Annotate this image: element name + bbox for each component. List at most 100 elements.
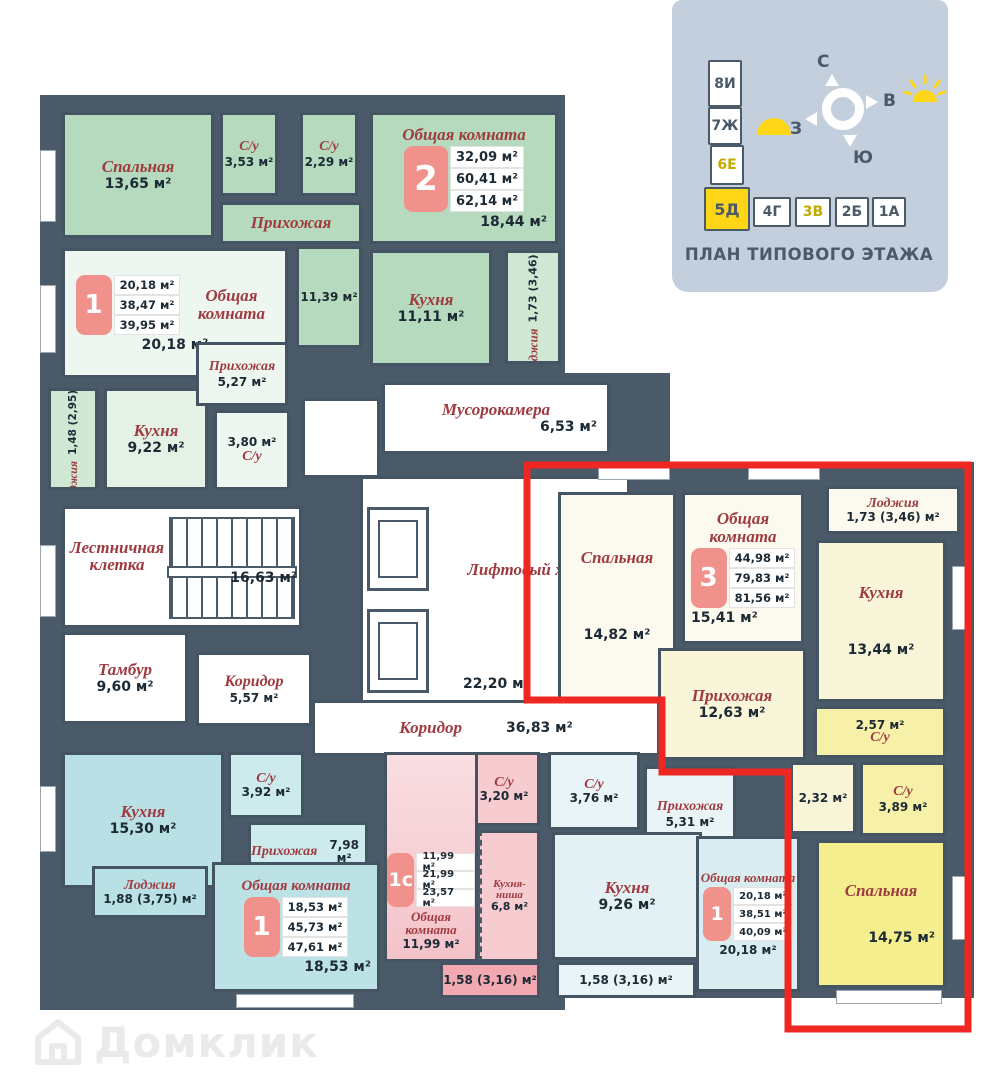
room-name: С/у	[893, 783, 913, 799]
room-area: 14,75 м²	[868, 930, 935, 947]
room-bathroom-2-apt2: С/у 2,29 м²	[300, 112, 358, 196]
section-4g[interactable]: 4Г	[753, 197, 791, 227]
domclick-house-icon	[35, 1019, 81, 1065]
room-tambour: Тамбур 9,60 м²	[62, 632, 188, 724]
room-name: С/у	[870, 730, 890, 746]
room-area: 6,8 м²	[490, 900, 529, 914]
room-area: 1,58 (3,16) м²	[443, 972, 537, 987]
section-6e[interactable]: 6Е	[710, 145, 744, 185]
window	[598, 466, 670, 480]
apartment-area-total: 62,14 м²	[450, 190, 524, 213]
apartment-areas: 32,09 м² 60,41 м² 62,14 м²	[450, 146, 524, 213]
loggia-label: Лоджия 1,48 (2,95) м²	[65, 388, 80, 490]
room-bathroom-aptC: С/у 3,76 м²	[548, 752, 640, 830]
room-living-apt2: Общая комната 2 32,09 м² 60,41 м² 62,14 …	[370, 112, 558, 244]
compass-north-label: С	[817, 52, 830, 72]
room-area: 3,76 м²	[569, 790, 619, 805]
room-name: С/у	[239, 138, 259, 154]
section-5d-highlighted[interactable]: 5Д	[704, 187, 750, 231]
room-area: 15,41 м²	[691, 609, 758, 626]
window	[40, 150, 56, 222]
compass-east-label: В	[883, 91, 896, 111]
window-sill	[836, 990, 942, 1004]
room-area: 11,39 м²	[300, 289, 358, 304]
section-7zh[interactable]: 7Ж	[708, 107, 742, 145]
room-area: 5,57 м²	[229, 690, 279, 705]
apartment-area-total: 39,95 м²	[113, 314, 181, 335]
apartment-area-total: 47,61 м²	[281, 937, 349, 958]
room-loggia-aptB: Лоджия 1,88 (3,75) м²	[92, 866, 208, 918]
room-area: 3,89 м²	[878, 799, 928, 814]
apartment-areas: 44,98 м² 79,83 м² 81,56 м²	[728, 547, 796, 608]
room-name: Кухня	[133, 420, 179, 440]
balcony-aptC: 1,58 (3,16) м²	[556, 962, 696, 998]
room-area: 1,73 (3,46) м²	[846, 509, 940, 524]
apartment-area-living: 18,53 м²	[281, 897, 349, 918]
window	[952, 566, 968, 630]
section-label: 8И	[714, 75, 736, 92]
room-area: 15,30 м²	[109, 821, 177, 838]
compass-west-label: З	[790, 119, 803, 139]
room-bathroom1-apt3: 2,57 м² С/у	[814, 706, 946, 758]
room-area: 20,18 м²	[141, 336, 209, 353]
room-hallway-apt1: Прихожая 5,27 м²	[196, 342, 288, 406]
room-corridor-small: Коридор 5,57 м²	[196, 652, 312, 726]
section-label: 2Б	[841, 204, 863, 220]
window	[952, 876, 968, 940]
room-loggia-apt3: Лоджия 1,73 (3,46) м²	[826, 486, 960, 534]
loggia-label: Лоджия 1,73 (3,46) м²	[525, 250, 541, 364]
room-name: Кухня	[120, 801, 166, 821]
apartment-badge-group-apt2: 2 32,09 м² 60,41 м² 62,14 м²	[404, 146, 524, 213]
apartment-area-living: 44,98 м²	[728, 547, 796, 568]
room-name: Тамбур	[98, 659, 152, 679]
room-area: 2,32 м²	[798, 790, 848, 805]
room-corridor-main: Коридор 36,83 м²	[312, 700, 660, 756]
room-living-apt3: Общая комната 3 44,98 м² 79,83 м² 81,56 …	[682, 492, 804, 644]
apartment-areas: 18,53 м² 45,73 м² 47,61 м²	[281, 897, 349, 958]
watermark: Домклик	[30, 1014, 319, 1070]
room-hallway-apt2-area: 11,39 м²	[296, 246, 362, 348]
room-area: 9,22 м²	[127, 440, 185, 457]
room-name: Общая комната	[405, 908, 457, 938]
section-8i[interactable]: 8И	[708, 60, 742, 107]
apartment-badge-group-apt1: 1 20,18 м² 38,47 м² 39,95 м²	[75, 274, 181, 335]
room-name: Мусорокамера	[441, 399, 551, 419]
compass-arrow-west-icon	[805, 112, 817, 126]
room-area: 13,65 м²	[104, 176, 172, 193]
room-name: Кухня	[858, 582, 904, 602]
apartment-badge-group-studio: 1с 11,99 м² 21,99 м² 23,57 м²	[387, 851, 475, 909]
room-name: С/у	[242, 449, 262, 465]
room-name: Общая комната	[197, 286, 265, 323]
apartment-number-badge: 2	[404, 146, 449, 213]
apartment-area-living: 20,18 м²	[113, 274, 181, 295]
room-kitchen-apt2: Кухня 11,11 м²	[370, 250, 492, 366]
window-sill	[236, 994, 354, 1008]
room-area: 14,82 м²	[583, 627, 651, 644]
section-3v[interactable]: 3В	[795, 197, 831, 227]
room-name: Кухня-ниша	[493, 878, 526, 902]
window	[40, 285, 56, 353]
apartment-badge-group-aptB: 1 18,53 м² 45,73 м² 47,61 м²	[243, 897, 349, 958]
room-bathroom2-apt3: С/у 3,89 м²	[860, 762, 946, 836]
window	[40, 786, 56, 852]
room-name: Спальная	[101, 156, 175, 176]
room-area: 5,31 м²	[665, 814, 715, 829]
room-name: С/у	[494, 774, 514, 790]
room-kitchen-apt1: Кухня 9,22 м²	[104, 388, 208, 490]
room-loggia-apt1: Лоджия 1,48 (2,95) м²	[48, 388, 98, 490]
apartment-area-living: 20,18 м²	[733, 887, 793, 906]
room-name: Общая комната	[700, 870, 796, 886]
elevator-hall-inner: Лифтовый холл 22,20 м²	[363, 479, 627, 725]
room-area: 18,53 м²	[304, 959, 371, 976]
apartment-area-usable: 45,73 м²	[281, 917, 349, 938]
section-1a[interactable]: 1А	[872, 197, 906, 227]
room-bathroom-aptB: С/у 3,92 м²	[228, 752, 304, 818]
section-2b[interactable]: 2Б	[835, 197, 869, 227]
section-label: 6Е	[717, 157, 737, 173]
balcony-studio: 1,58 (3,16) м²	[440, 962, 540, 998]
apartment-number-badge: 1	[703, 887, 732, 942]
room-kitchen-niche: Кухня-ниша 6,8 м²	[480, 830, 540, 962]
apartment-area-living: 11,99 м²	[416, 851, 475, 873]
apartment-area-usable: 38,51 м²	[733, 905, 793, 924]
